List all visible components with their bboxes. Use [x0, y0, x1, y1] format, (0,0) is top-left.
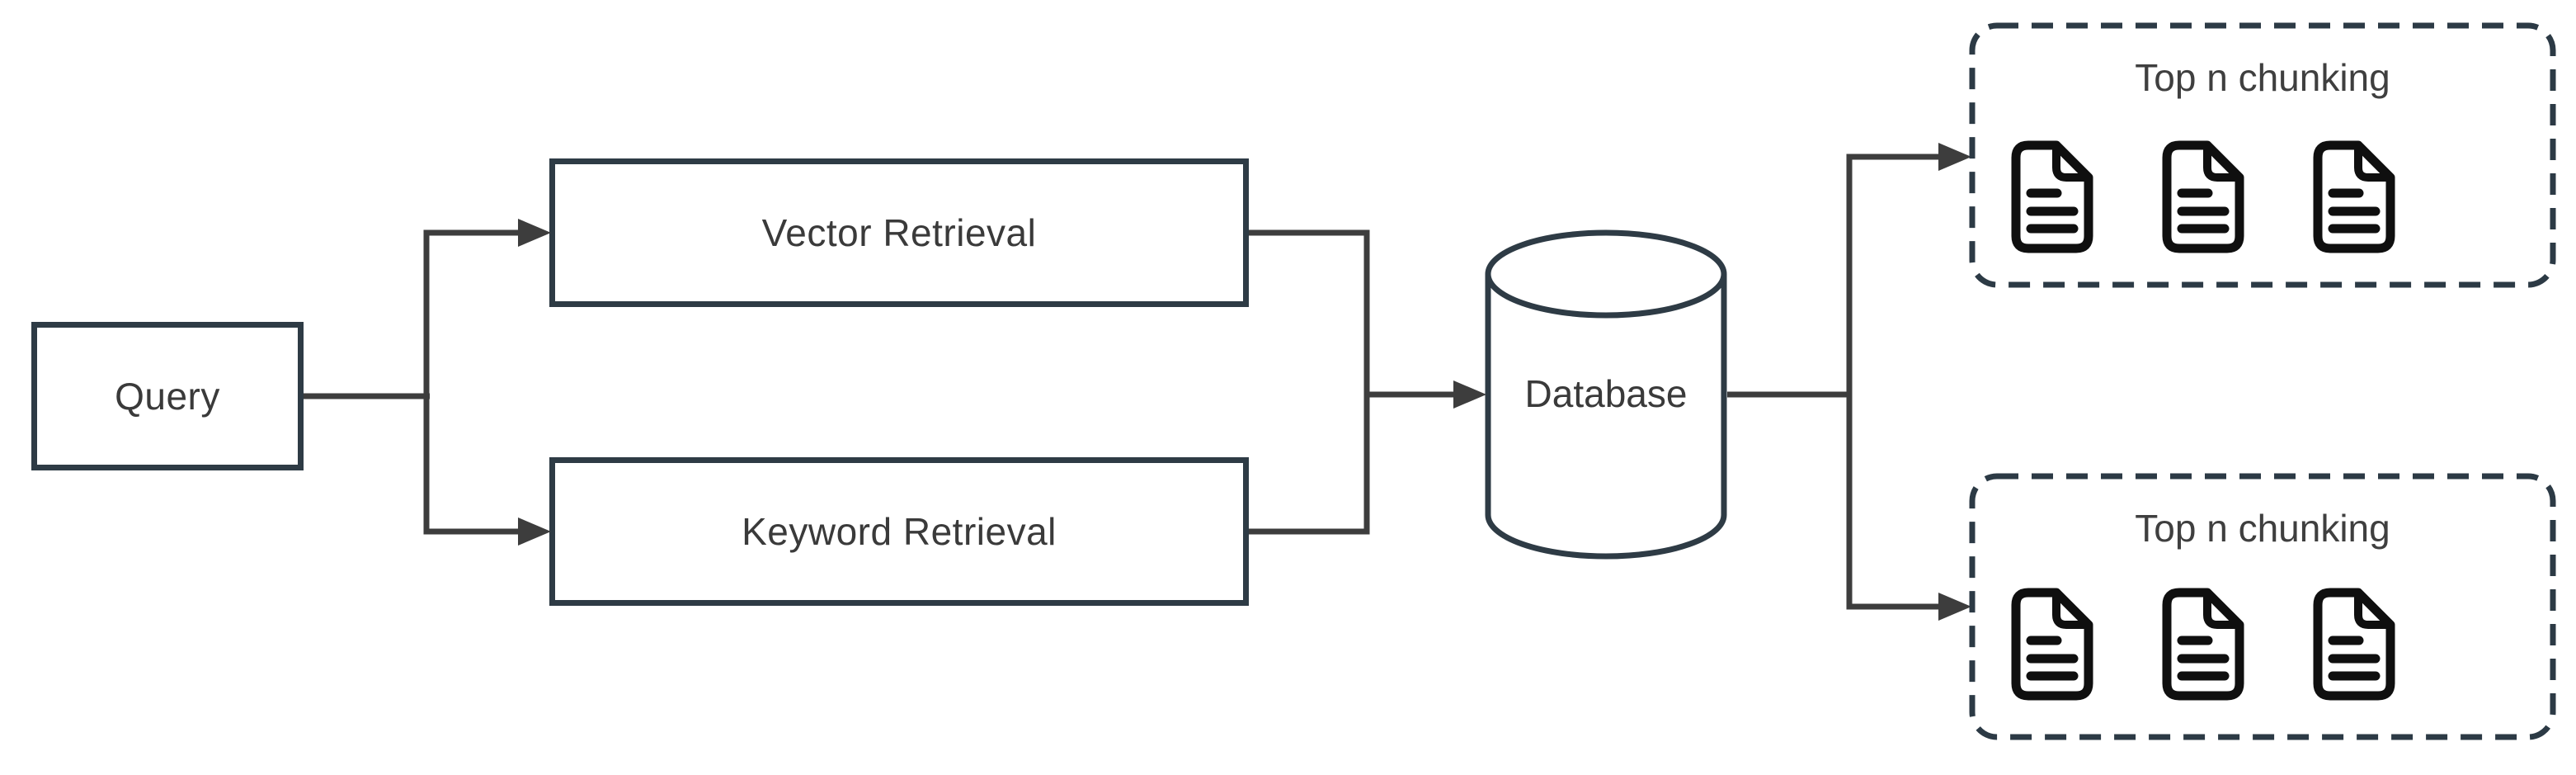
document-icon: [2011, 140, 2093, 253]
edge-branch-to-retrievals: [423, 229, 521, 535]
document-icon: [2162, 140, 2244, 253]
node-query-label: Query: [115, 375, 220, 418]
arrowhead-to-keyword-retrieval: [518, 517, 551, 546]
group-2-title: Top n chunking: [2135, 507, 2390, 550]
arrowhead-to-database: [1453, 380, 1486, 409]
group-2-document-row: [2011, 588, 2395, 701]
node-keyword-retrieval: Keyword Retrieval: [549, 457, 1249, 606]
group-top-n-chunking-2: Top n chunking: [1970, 474, 2555, 740]
node-database-label: Database: [1524, 372, 1688, 415]
document-icon: [2313, 140, 2395, 253]
arrowhead-to-chunking-1: [1938, 143, 1971, 171]
document-icon: [2162, 588, 2244, 701]
node-vector-retrieval-label: Vector Retrieval: [761, 211, 1037, 254]
arrowhead-to-chunking-2: [1938, 593, 1971, 621]
node-keyword-retrieval-label: Keyword Retrieval: [742, 510, 1057, 553]
database-cylinder-icon: [1485, 229, 1727, 560]
document-icon: [2011, 588, 2093, 701]
edge-retrievals-merge: [1249, 229, 1370, 535]
node-vector-retrieval: Vector Retrieval: [549, 158, 1249, 307]
group-1-document-row: [2011, 140, 2395, 253]
group-1-title: Top n chunking: [2135, 56, 2390, 99]
node-query: Query: [31, 322, 304, 470]
node-database: Database: [1485, 229, 1727, 560]
edge-branch-to-groups: [1846, 154, 1940, 610]
document-icon: [2313, 588, 2395, 701]
group-top-n-chunking-1: Top n chunking: [1970, 23, 2555, 287]
arrowhead-to-vector-retrieval: [518, 219, 551, 247]
